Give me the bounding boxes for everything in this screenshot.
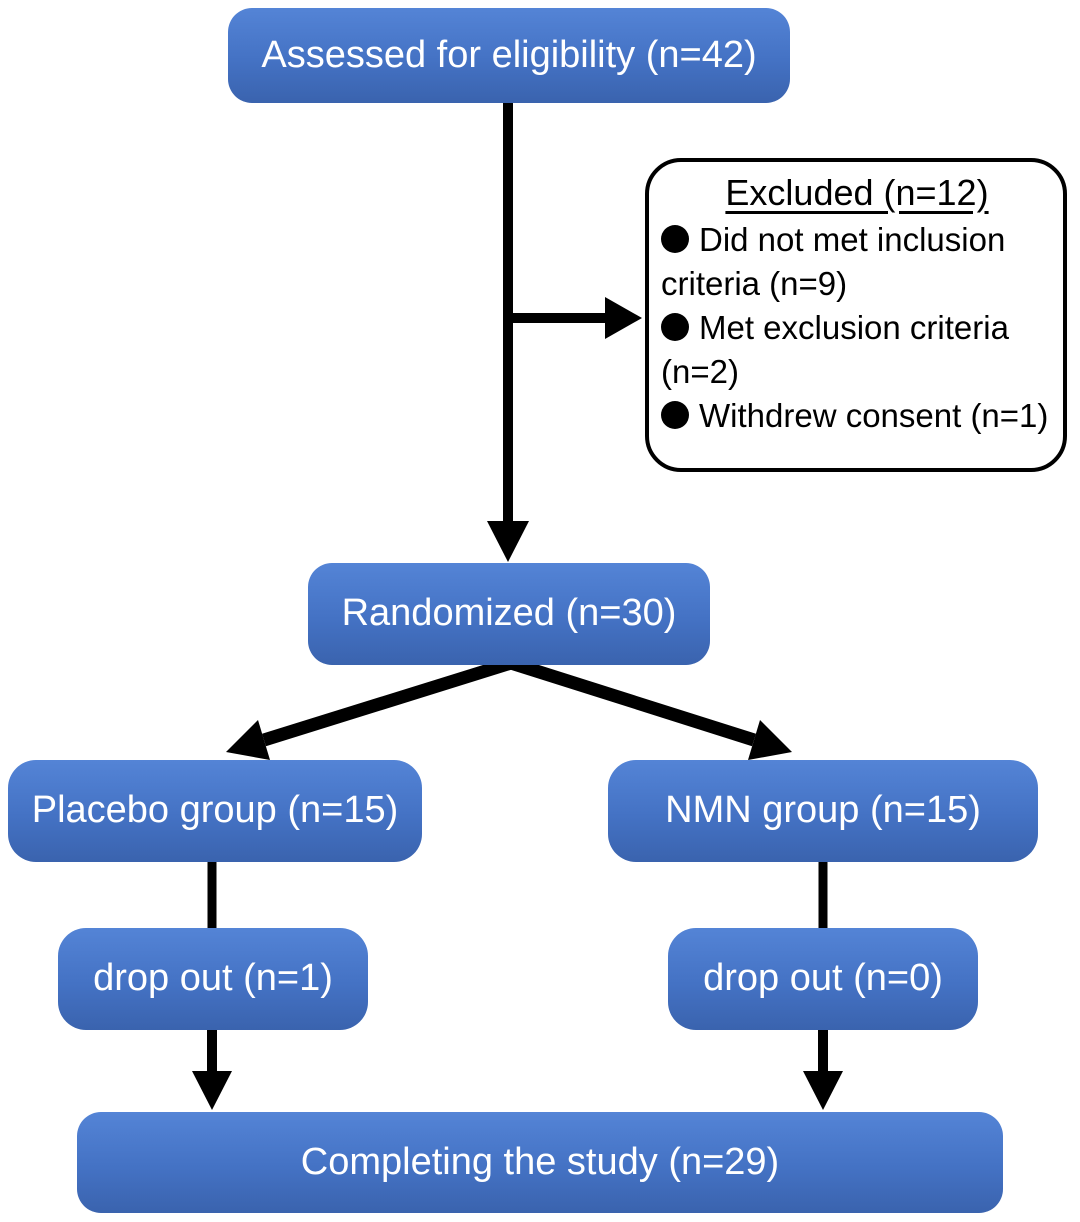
arrow-dropout-placebo-to-completing: [192, 1029, 232, 1110]
bullet-icon: [661, 313, 689, 341]
arrow-randomized-to-nmn-shaft: [509, 656, 756, 747]
arrow-assessed-to-randomized-head: [487, 521, 529, 562]
arrow-randomized-to-nmn: [509, 656, 792, 760]
excluded-item-label: Did not met inclusion criteria (n=9): [661, 221, 1006, 302]
node-dropout-nmn: drop out (n=0): [668, 928, 978, 1030]
arrow-randomized-to-placebo-shaft: [262, 656, 513, 747]
bullet-icon: [661, 225, 689, 253]
arrow-randomized-to-placebo-head: [226, 720, 270, 760]
node-placebo-group-label: Placebo group (n=15): [31, 789, 399, 832]
node-assessed-for-eligibility: Assessed for eligibility (n=42): [228, 8, 790, 103]
node-dropout-nmn-label: drop out (n=0): [703, 957, 943, 1000]
node-excluded: Excluded (n=12) Did not met inclusion cr…: [645, 158, 1067, 472]
node-completing-study-label: Completing the study (n=29): [300, 1140, 780, 1183]
arrow-assessed-to-excluded-head: [605, 297, 642, 339]
node-nmn-group-label: NMN group (n=15): [665, 789, 981, 832]
arrow-dropout-nmn-to-completing-head: [803, 1071, 843, 1110]
node-dropout-placebo-label: drop out (n=1): [93, 957, 333, 1000]
arrow-dropout-placebo-to-completing-head: [192, 1071, 232, 1110]
node-placebo-group: Placebo group (n=15): [8, 760, 422, 862]
arrow-randomized-to-placebo: [226, 656, 513, 760]
excluded-item: Met exclusion criteria (n=2): [661, 306, 1053, 394]
excluded-item-label: Withdrew consent (n=1): [699, 397, 1049, 434]
arrow-assessed-to-excluded: [508, 297, 642, 339]
node-randomized-label: Randomized (n=30): [341, 592, 677, 635]
arrow-assessed-to-randomized: [487, 101, 529, 562]
excluded-item-label: Met exclusion criteria (n=2): [661, 309, 1009, 390]
node-nmn-group: NMN group (n=15): [608, 760, 1038, 862]
excluded-item: Withdrew consent (n=1): [661, 394, 1053, 438]
node-completing-study: Completing the study (n=29): [77, 1112, 1003, 1213]
node-dropout-placebo: drop out (n=1): [58, 928, 368, 1030]
node-randomized: Randomized (n=30): [308, 563, 710, 665]
excluded-title: Excluded (n=12): [725, 172, 989, 213]
excluded-item: Did not met inclusion criteria (n=9): [661, 218, 1053, 306]
arrow-dropout-nmn-to-completing: [803, 1029, 843, 1110]
node-assessed-label: Assessed for eligibility (n=42): [261, 33, 757, 76]
arrow-randomized-to-nmn-head: [748, 720, 792, 760]
bullet-icon: [661, 401, 689, 429]
